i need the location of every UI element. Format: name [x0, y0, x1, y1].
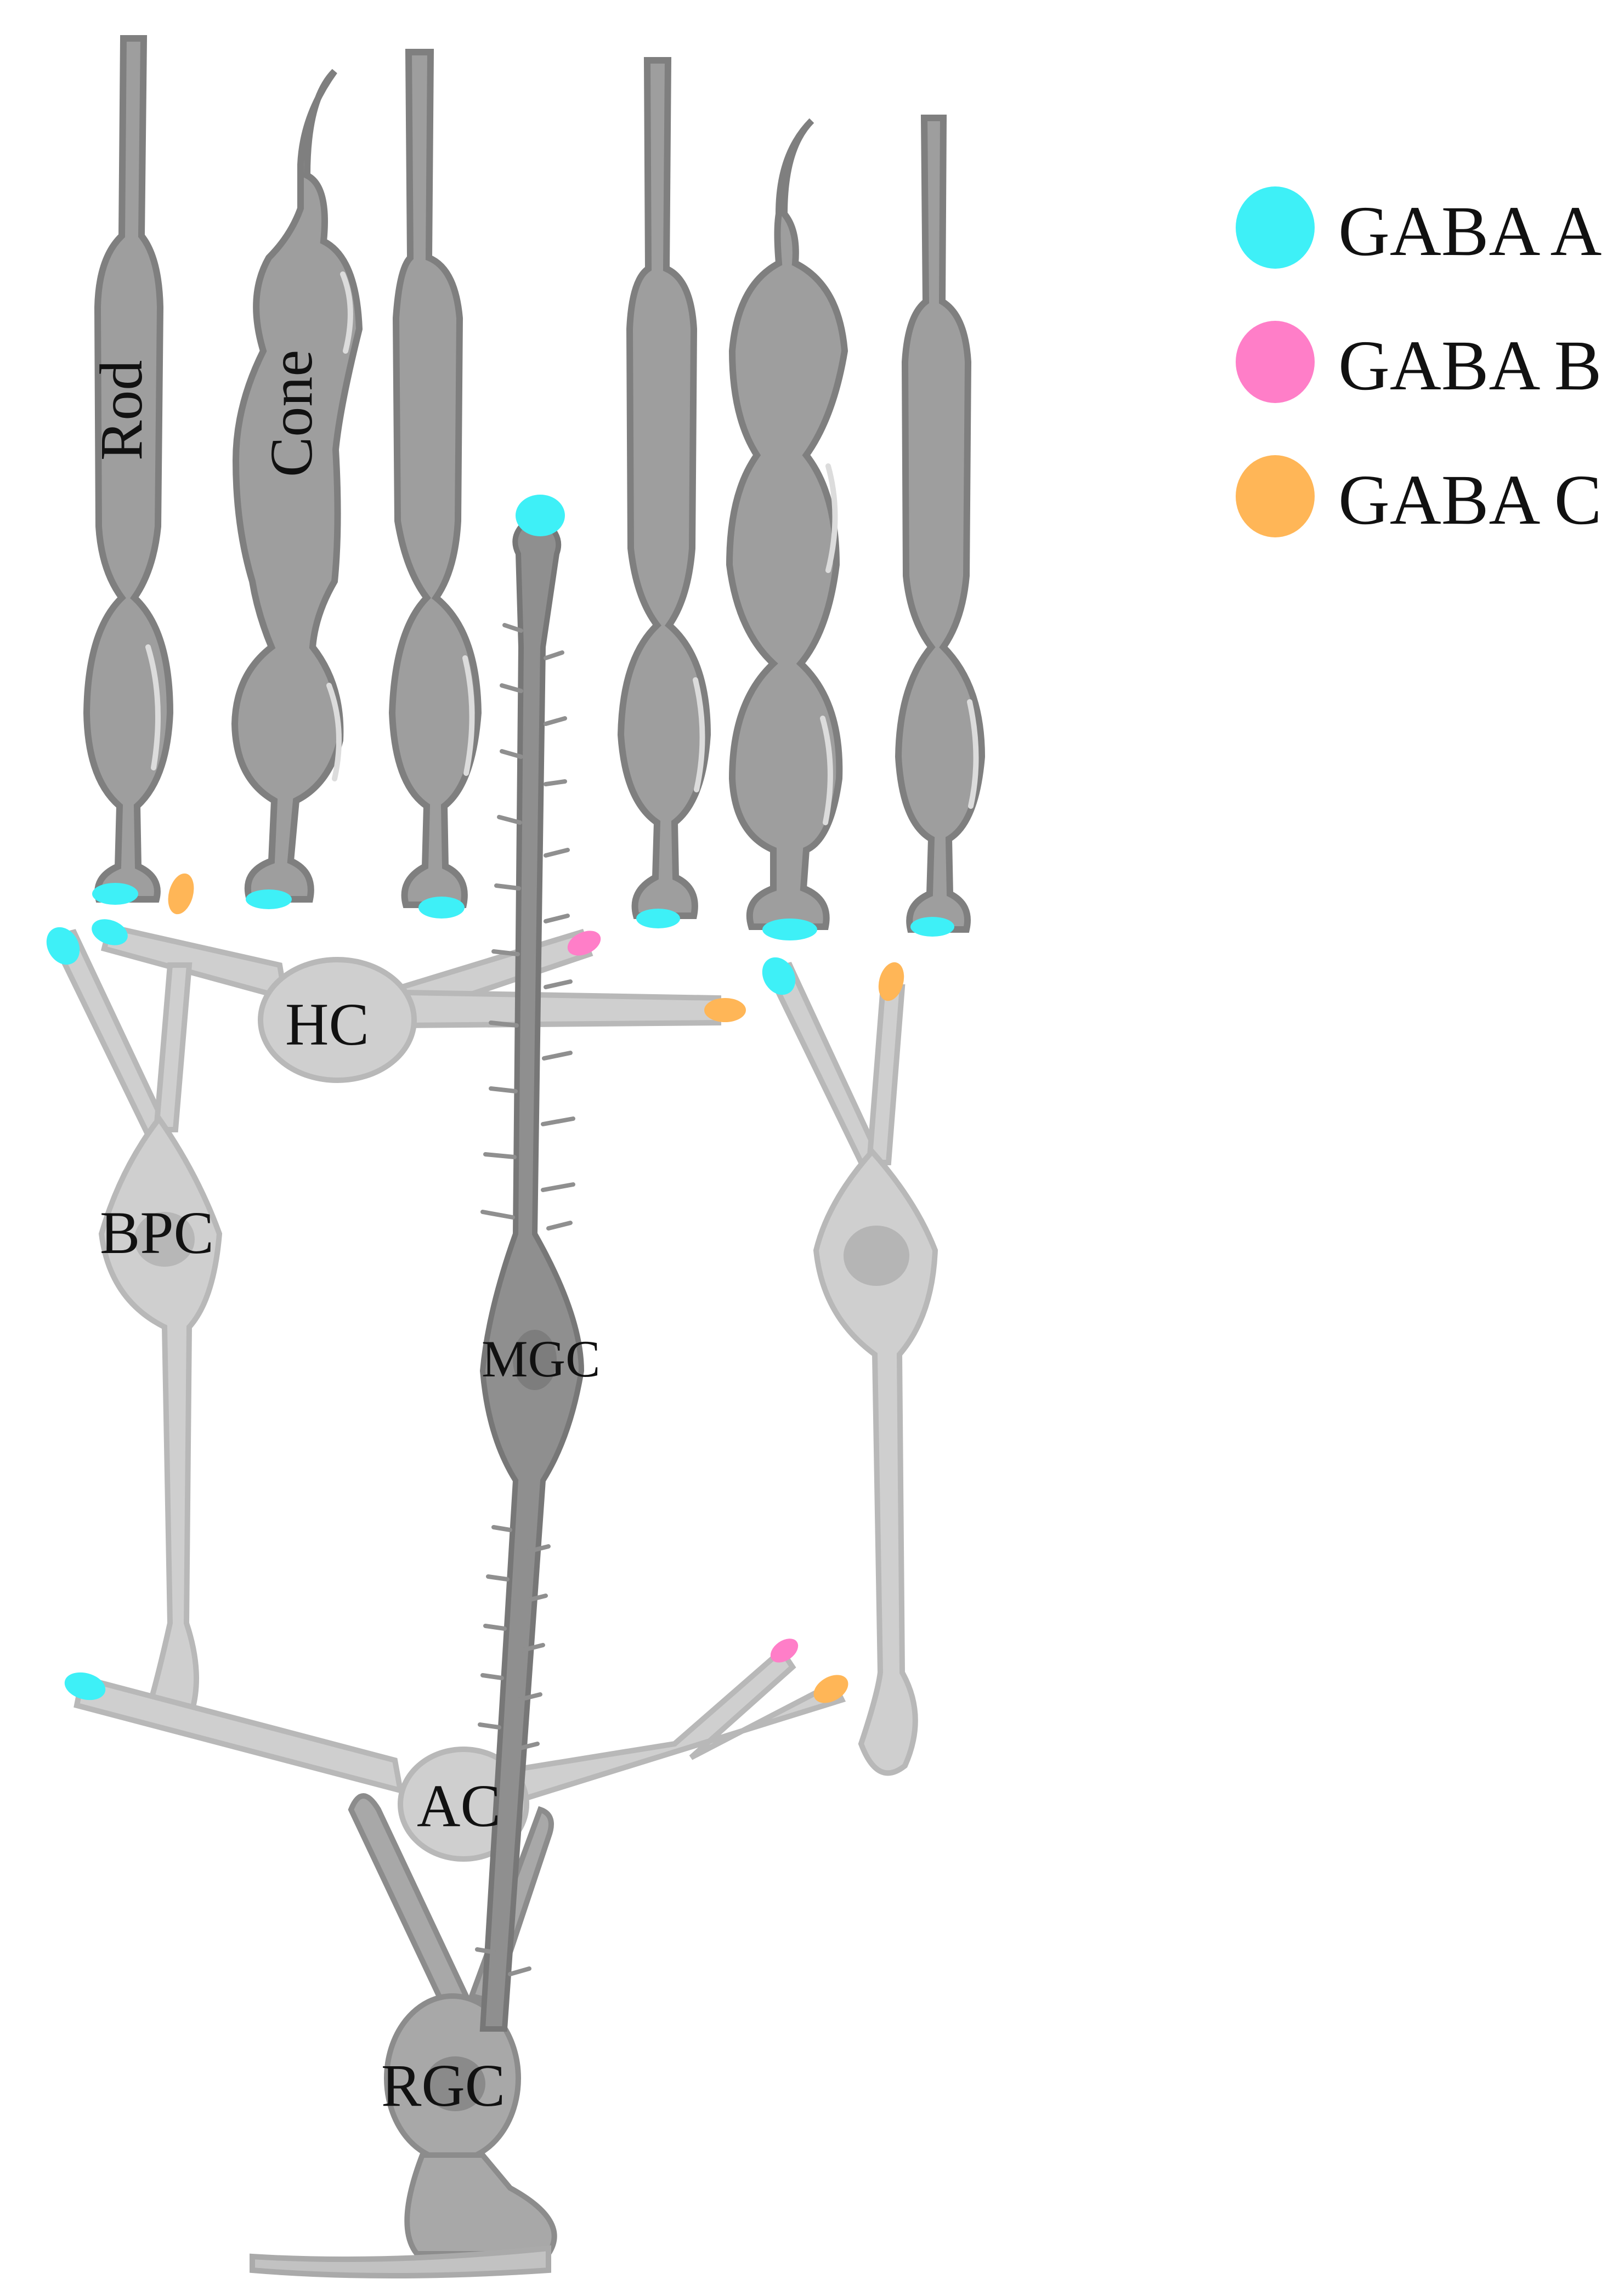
- gaba-a-dot: [762, 919, 817, 940]
- mgc-spines: [475, 623, 575, 1976]
- rgc-axon: [250, 2245, 551, 2278]
- gaba-c-receptors: [168, 873, 904, 1703]
- legend-swatch-gaba-c: [1236, 455, 1315, 537]
- gaba-a-dot: [762, 957, 796, 995]
- hc-soma: [258, 957, 417, 1083]
- horizontal-cell: [100, 923, 721, 1083]
- gaba-a-dot: [246, 889, 292, 909]
- gaba-b-dot: [770, 1639, 799, 1663]
- mgc-body: [479, 512, 585, 2032]
- gaba-c-dot: [704, 998, 746, 1022]
- gaba-a-dot: [516, 495, 565, 536]
- mgc-label: MGC: [482, 1330, 600, 1388]
- rod-cell-1: [83, 35, 174, 903]
- legend-swatch-gaba-b: [1236, 321, 1315, 403]
- gaba-a-dot: [910, 917, 954, 937]
- gaba-a-dot: [92, 919, 128, 945]
- muller-glial-cell: [475, 512, 585, 2032]
- gaba-c-dot: [813, 1675, 848, 1703]
- legend-label-gaba-c: GABA C: [1338, 461, 1602, 540]
- amacrine-cell: [73, 1646, 846, 1862]
- gaba-a-dot: [64, 1672, 106, 1700]
- rod-cell-3: [617, 57, 711, 919]
- rod-label: Rod: [88, 360, 155, 461]
- hc-label: HC: [285, 991, 369, 1058]
- bpc-label: BPC: [100, 1199, 214, 1266]
- bipolar-cell-left: [48, 929, 223, 1730]
- legend: GABA A GABA B GABA C: [1236, 186, 1602, 540]
- legend-swatch-gaba-a: [1236, 186, 1315, 269]
- gaba-a-dot: [418, 897, 465, 919]
- rgc-axon-hillock: [404, 2152, 557, 2257]
- legend-label-gaba-b: GABA B: [1338, 326, 1602, 405]
- gaba-b-receptors: [567, 931, 799, 1663]
- ac-label: AC: [417, 1772, 501, 1839]
- photoreceptor-highlights: [145, 271, 979, 825]
- photoreceptors: [83, 35, 986, 933]
- cone-cell-2: [726, 118, 848, 930]
- hc-dendrite-right-long: [403, 989, 721, 1029]
- legend-label-gaba-a: GABA A: [1338, 192, 1602, 271]
- gaba-c-dot: [878, 962, 904, 1001]
- rod-cell-4: [895, 115, 986, 933]
- rod-cell-2: [388, 49, 482, 908]
- cone-cell-1: [231, 69, 363, 903]
- hc-dendrite-left: [100, 923, 289, 1002]
- gaba-a-dot: [636, 909, 680, 928]
- gaba-a-dot: [92, 883, 138, 905]
- gaba-b-dot: [567, 931, 601, 956]
- bpc-right-soma: [813, 1147, 938, 1776]
- cone-label: Cone: [258, 350, 325, 477]
- bipolar-cell-right: [763, 962, 938, 1776]
- gaba-a-dot: [46, 927, 80, 965]
- gaba-a-receptors: [46, 495, 954, 1700]
- rgc-label: RGC: [381, 2052, 505, 2119]
- gaba-c-dot: [168, 873, 194, 915]
